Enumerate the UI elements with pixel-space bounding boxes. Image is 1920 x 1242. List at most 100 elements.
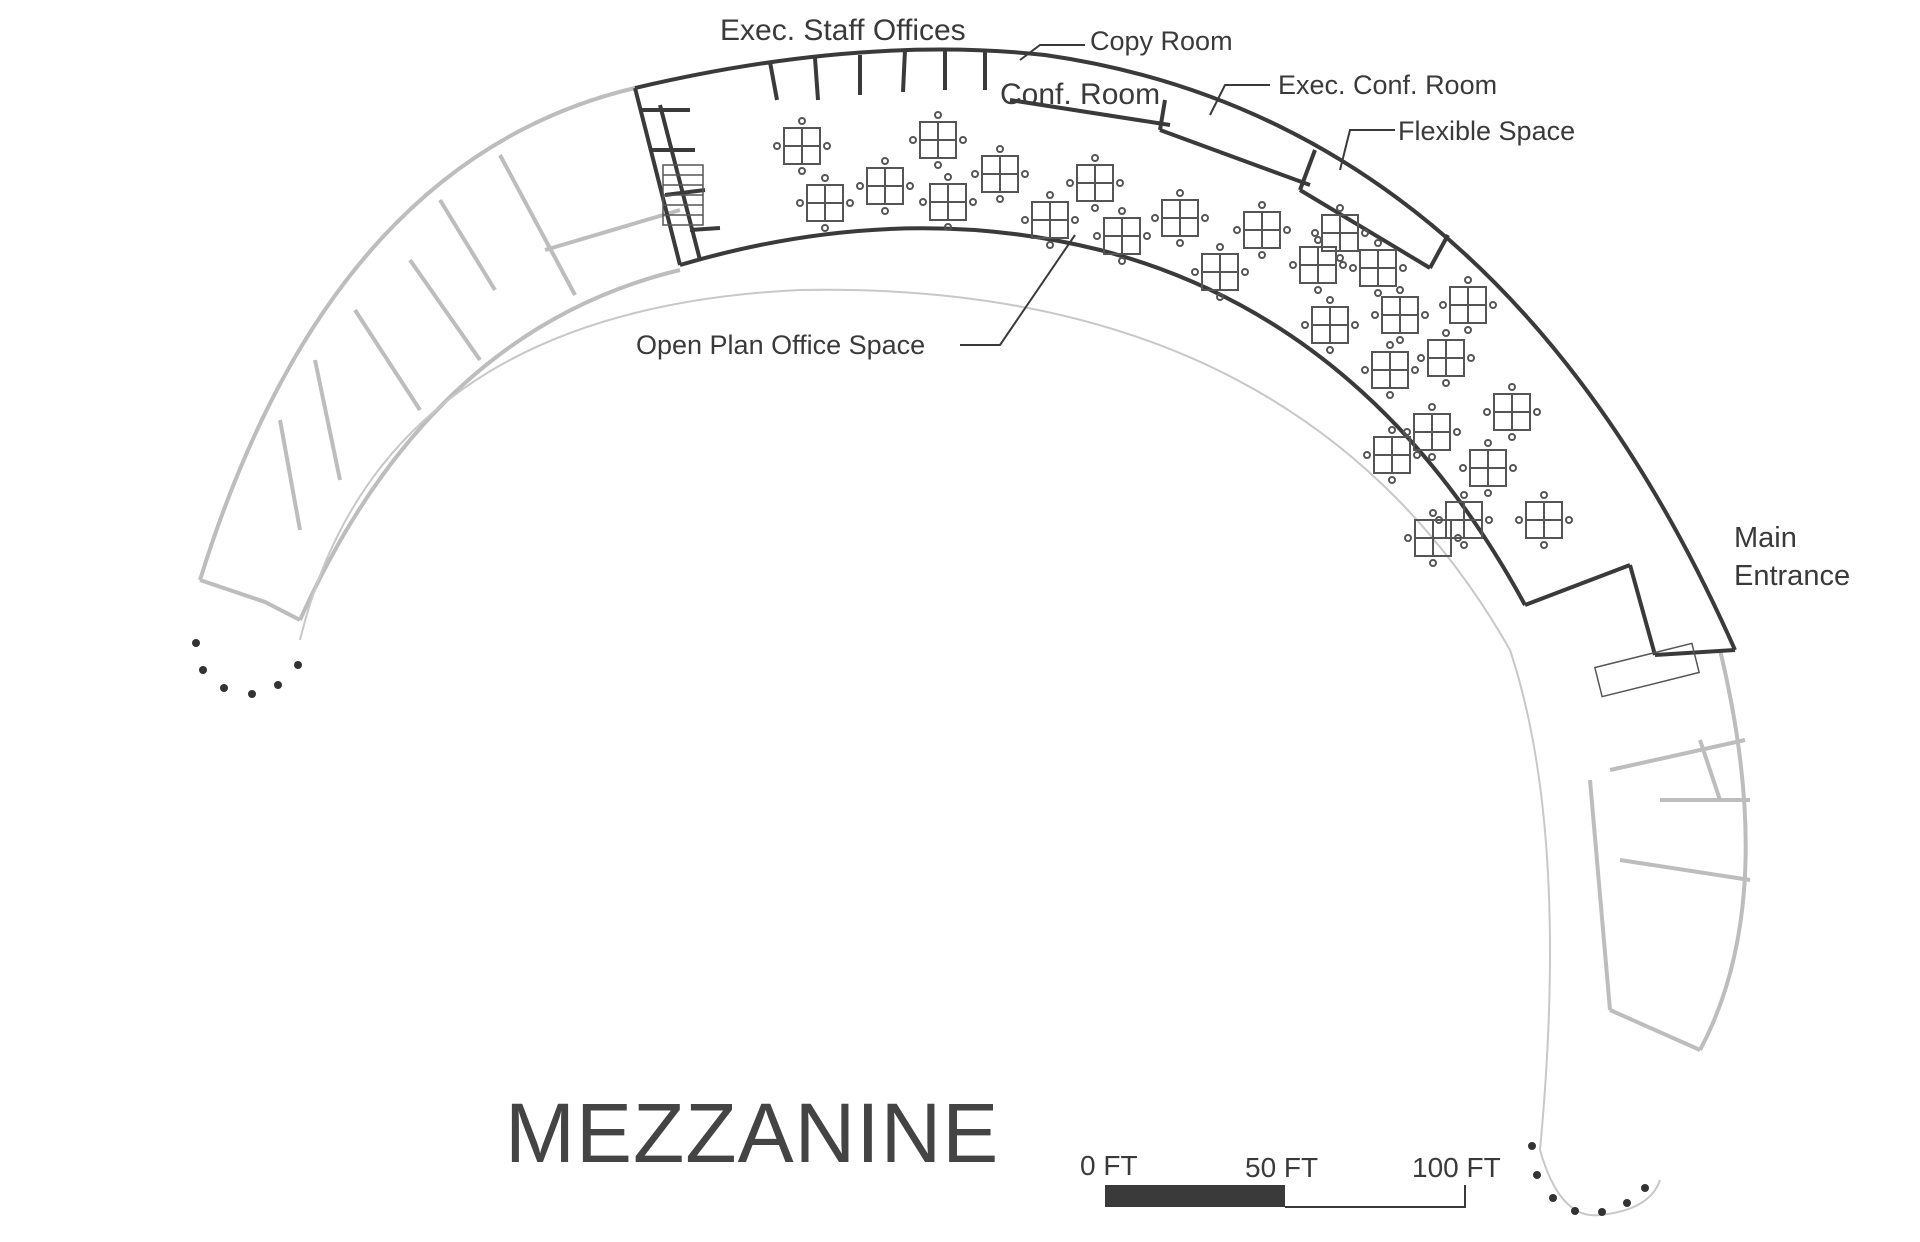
- chair: [1336, 204, 1344, 212]
- chair: [1464, 326, 1472, 334]
- chair: [1388, 426, 1396, 434]
- chair: [1484, 439, 1492, 447]
- chair: [1176, 189, 1184, 197]
- chair: [934, 161, 942, 169]
- chair: [1411, 366, 1419, 374]
- stairs: [662, 164, 1701, 698]
- chair: [1021, 216, 1029, 224]
- chair: [846, 199, 854, 207]
- chair: [1233, 226, 1241, 234]
- chair: [1374, 289, 1382, 297]
- scale-label-50: 50 FT: [1245, 1152, 1319, 1183]
- chair: [1118, 207, 1126, 215]
- chair: [1176, 239, 1184, 247]
- chair: [1191, 268, 1199, 276]
- chair: [1371, 311, 1379, 319]
- chair: [1467, 354, 1475, 362]
- scale-label-0: 0 FT: [1080, 1150, 1138, 1181]
- chair: [1533, 408, 1541, 416]
- chair: [1351, 321, 1359, 329]
- chair: [1336, 254, 1344, 262]
- page-title: MEZZANINE: [505, 1086, 1000, 1180]
- chair: [1118, 257, 1126, 265]
- label-flexible-space: Flexible Space: [1398, 116, 1576, 146]
- chair: [1071, 216, 1079, 224]
- chair: [881, 207, 889, 215]
- chair: [1417, 354, 1425, 362]
- chair: [1066, 179, 1074, 187]
- leader-lines: [960, 44, 1395, 346]
- chair: [1508, 383, 1516, 391]
- chair: [1021, 170, 1029, 178]
- chair: [909, 136, 917, 144]
- chair: [1515, 516, 1523, 524]
- column-dots-right: [1528, 1142, 1649, 1216]
- chair: [1565, 516, 1573, 524]
- chair: [1508, 433, 1516, 441]
- chair: [1464, 276, 1472, 284]
- chair: [1349, 264, 1357, 272]
- chair: [1388, 476, 1396, 484]
- chair: [1399, 264, 1407, 272]
- chair: [1396, 336, 1404, 344]
- chair: [1403, 428, 1411, 436]
- chair: [821, 174, 829, 182]
- chair: [1361, 366, 1369, 374]
- chair: [1326, 346, 1334, 354]
- label-open-plan: Open Plan Office Space: [636, 330, 926, 360]
- chair: [1283, 226, 1291, 234]
- chair: [1442, 329, 1450, 337]
- chair: [1489, 301, 1497, 309]
- scale-bar: [1105, 1185, 1466, 1208]
- chair: [1404, 534, 1412, 542]
- chair: [1311, 229, 1319, 237]
- chair: [906, 182, 914, 190]
- chair: [798, 117, 806, 125]
- label-copy-room: Copy Room: [1090, 26, 1233, 56]
- chair: [1442, 379, 1450, 387]
- chair: [798, 167, 806, 175]
- chair: [1413, 451, 1421, 459]
- chair: [1216, 293, 1224, 301]
- chair: [1421, 311, 1429, 319]
- chair: [1363, 451, 1371, 459]
- chair: [821, 224, 829, 232]
- chair: [996, 195, 1004, 203]
- chair: [1046, 191, 1054, 199]
- chair: [969, 198, 977, 206]
- chair: [1326, 296, 1334, 304]
- chair: [944, 173, 952, 181]
- chair: [823, 142, 831, 150]
- chair: [959, 136, 967, 144]
- chair: [1151, 214, 1159, 222]
- inactive-building: [198, 86, 1751, 1052]
- chair: [1459, 464, 1467, 472]
- chair: [1091, 204, 1099, 212]
- chair: [996, 145, 1004, 153]
- chair: [1314, 236, 1322, 244]
- chair: [1460, 541, 1468, 549]
- chair: [1484, 489, 1492, 497]
- chair: [1485, 516, 1493, 524]
- chair: [1143, 232, 1151, 240]
- chair: [1374, 239, 1382, 247]
- chair: [1429, 559, 1437, 567]
- chair: [944, 223, 952, 231]
- chair: [1339, 261, 1347, 269]
- chair: [1216, 243, 1224, 251]
- chair: [1429, 509, 1437, 517]
- chair: [1091, 154, 1099, 162]
- chair: [1396, 286, 1404, 294]
- chair: [856, 182, 864, 190]
- chair: [1241, 268, 1249, 276]
- label-main-entrance-line2: Entrance: [1734, 560, 1851, 592]
- chair: [1258, 201, 1266, 209]
- chair: [1116, 179, 1124, 187]
- chair: [1386, 341, 1394, 349]
- chair: [796, 199, 804, 207]
- chair: [1509, 464, 1517, 472]
- label-exec-staff-offices: Exec. Staff Offices: [720, 14, 966, 47]
- chair: [934, 111, 942, 119]
- label-main-entrance-line1: Main: [1734, 522, 1797, 554]
